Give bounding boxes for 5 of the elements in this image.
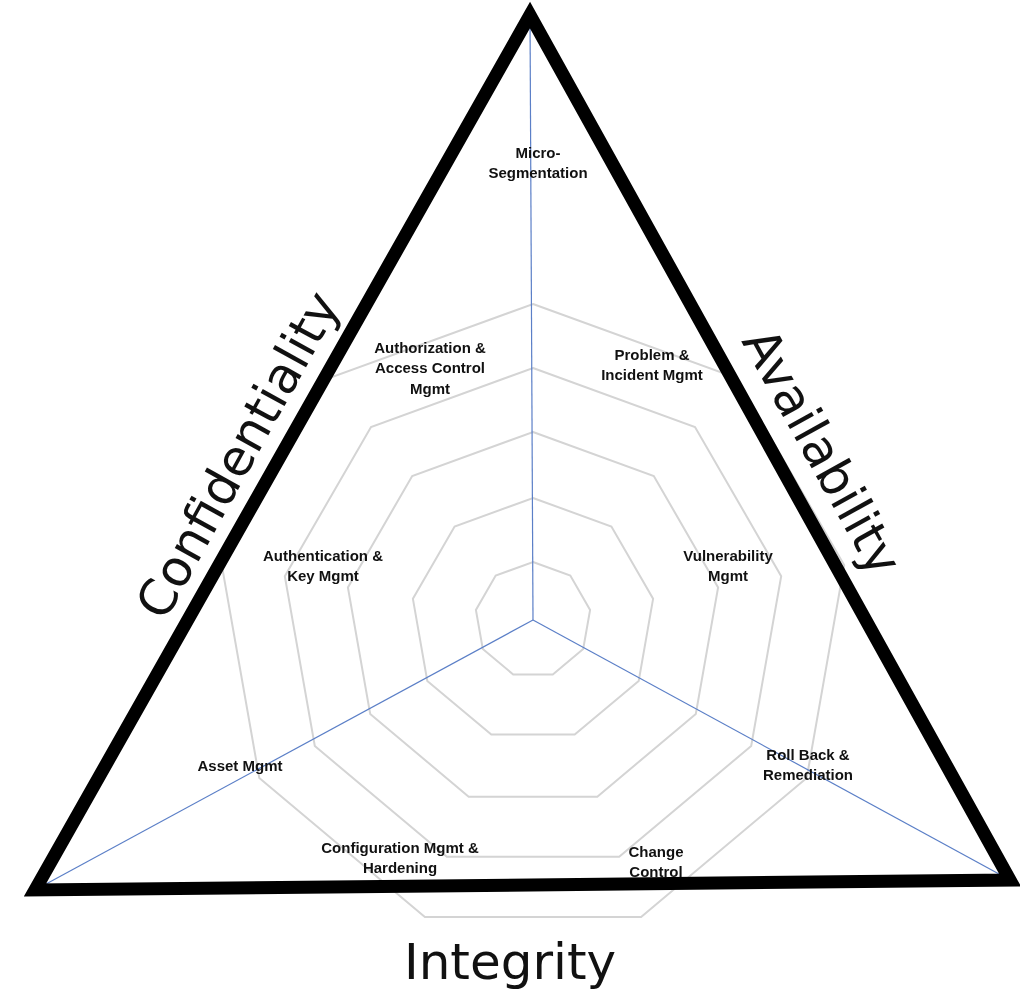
axis-label: Authorization & Access Control Mgmt — [373, 337, 487, 399]
axis-label: Change Control — [627, 841, 685, 882]
axis-label: Configuration Mgmt & Hardening — [320, 837, 480, 878]
side-label: Integrity — [403, 937, 617, 987]
axis-label: Problem & Incident Mgmt — [600, 344, 704, 385]
